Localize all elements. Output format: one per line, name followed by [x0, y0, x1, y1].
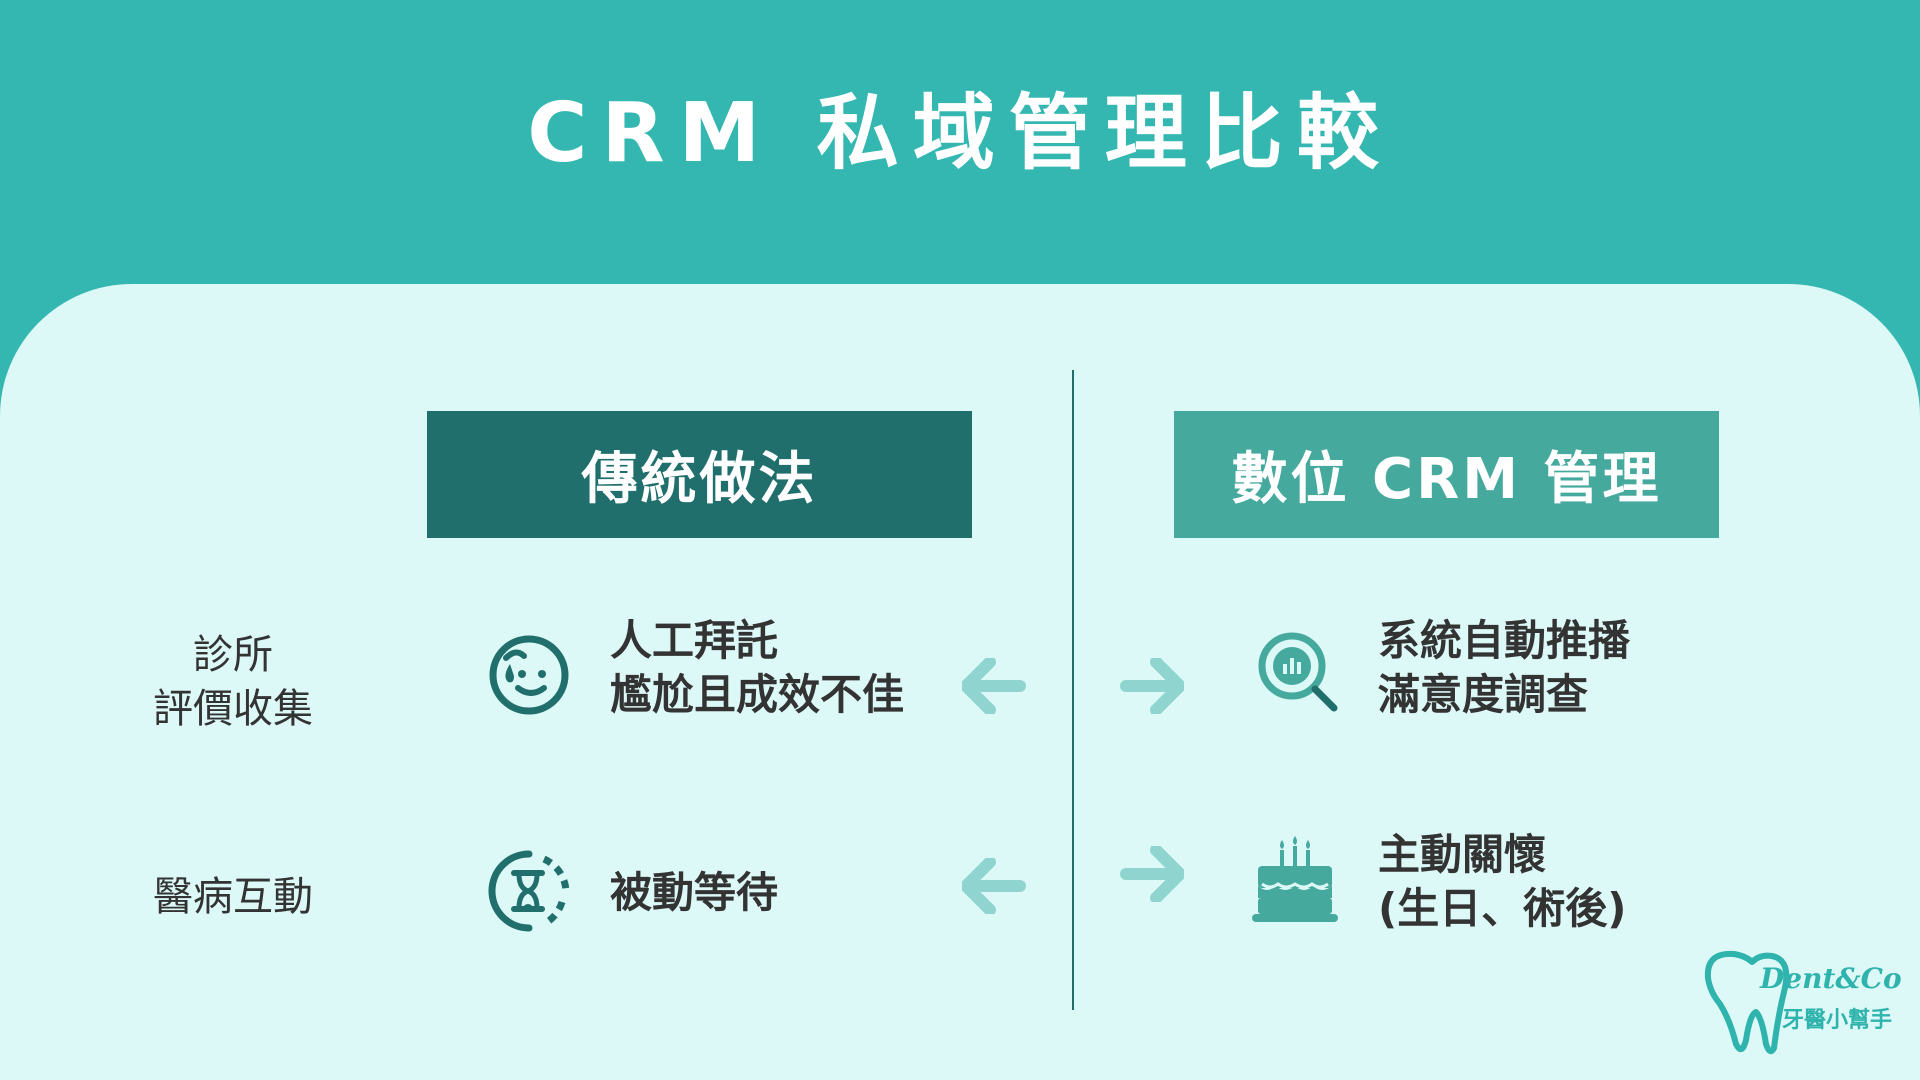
arrow-left-icon	[962, 858, 1026, 914]
text-line: 系統自動推播	[1378, 616, 1631, 665]
traditional-text-review: 人工拜託 尷尬且成效不佳	[610, 614, 904, 722]
tooth-logo-icon	[1704, 950, 1790, 1055]
row-label-line: 醫病互動	[153, 874, 313, 920]
arrow-right-icon	[1120, 846, 1184, 902]
text-line: 滿意度調查	[1378, 670, 1589, 719]
row-label-interaction: 醫病互動	[128, 870, 338, 924]
row-label-review: 診所 評價收集	[128, 628, 338, 736]
traditional-text-interaction: 被動等待	[610, 866, 778, 920]
text-line: 主動關懷	[1378, 830, 1547, 879]
logo-subtitle: 牙醫小幫手	[1782, 1008, 1893, 1033]
column-divider	[1072, 370, 1074, 1010]
logo-brand: Dent&Co	[1760, 962, 1902, 995]
text-line: (生日、術後)	[1378, 884, 1627, 933]
row-label-line: 診所	[193, 632, 273, 678]
text-line: 尷尬且成效不佳	[610, 670, 905, 719]
crm-text-review: 系統自動推播 滿意度調查	[1378, 614, 1630, 722]
arrow-right-icon	[1120, 658, 1184, 714]
hourglass-icon	[488, 850, 570, 932]
text-line: 被動等待	[610, 868, 779, 917]
text-line: 人工拜託	[610, 616, 779, 665]
birthday-cake-icon	[1252, 836, 1338, 922]
row-label-line: 評價收集	[153, 686, 313, 732]
crm-header: 數位 CRM 管理	[1174, 411, 1719, 538]
search-analytics-icon	[1258, 632, 1338, 712]
traditional-header: 傳統做法	[427, 411, 972, 538]
page-title: CRM 私域管理比較	[527, 86, 1393, 181]
arrow-left-icon	[962, 658, 1026, 714]
crm-text-interaction: 主動關懷 (生日、術後)	[1378, 828, 1626, 936]
sweat-face-icon	[489, 635, 569, 715]
